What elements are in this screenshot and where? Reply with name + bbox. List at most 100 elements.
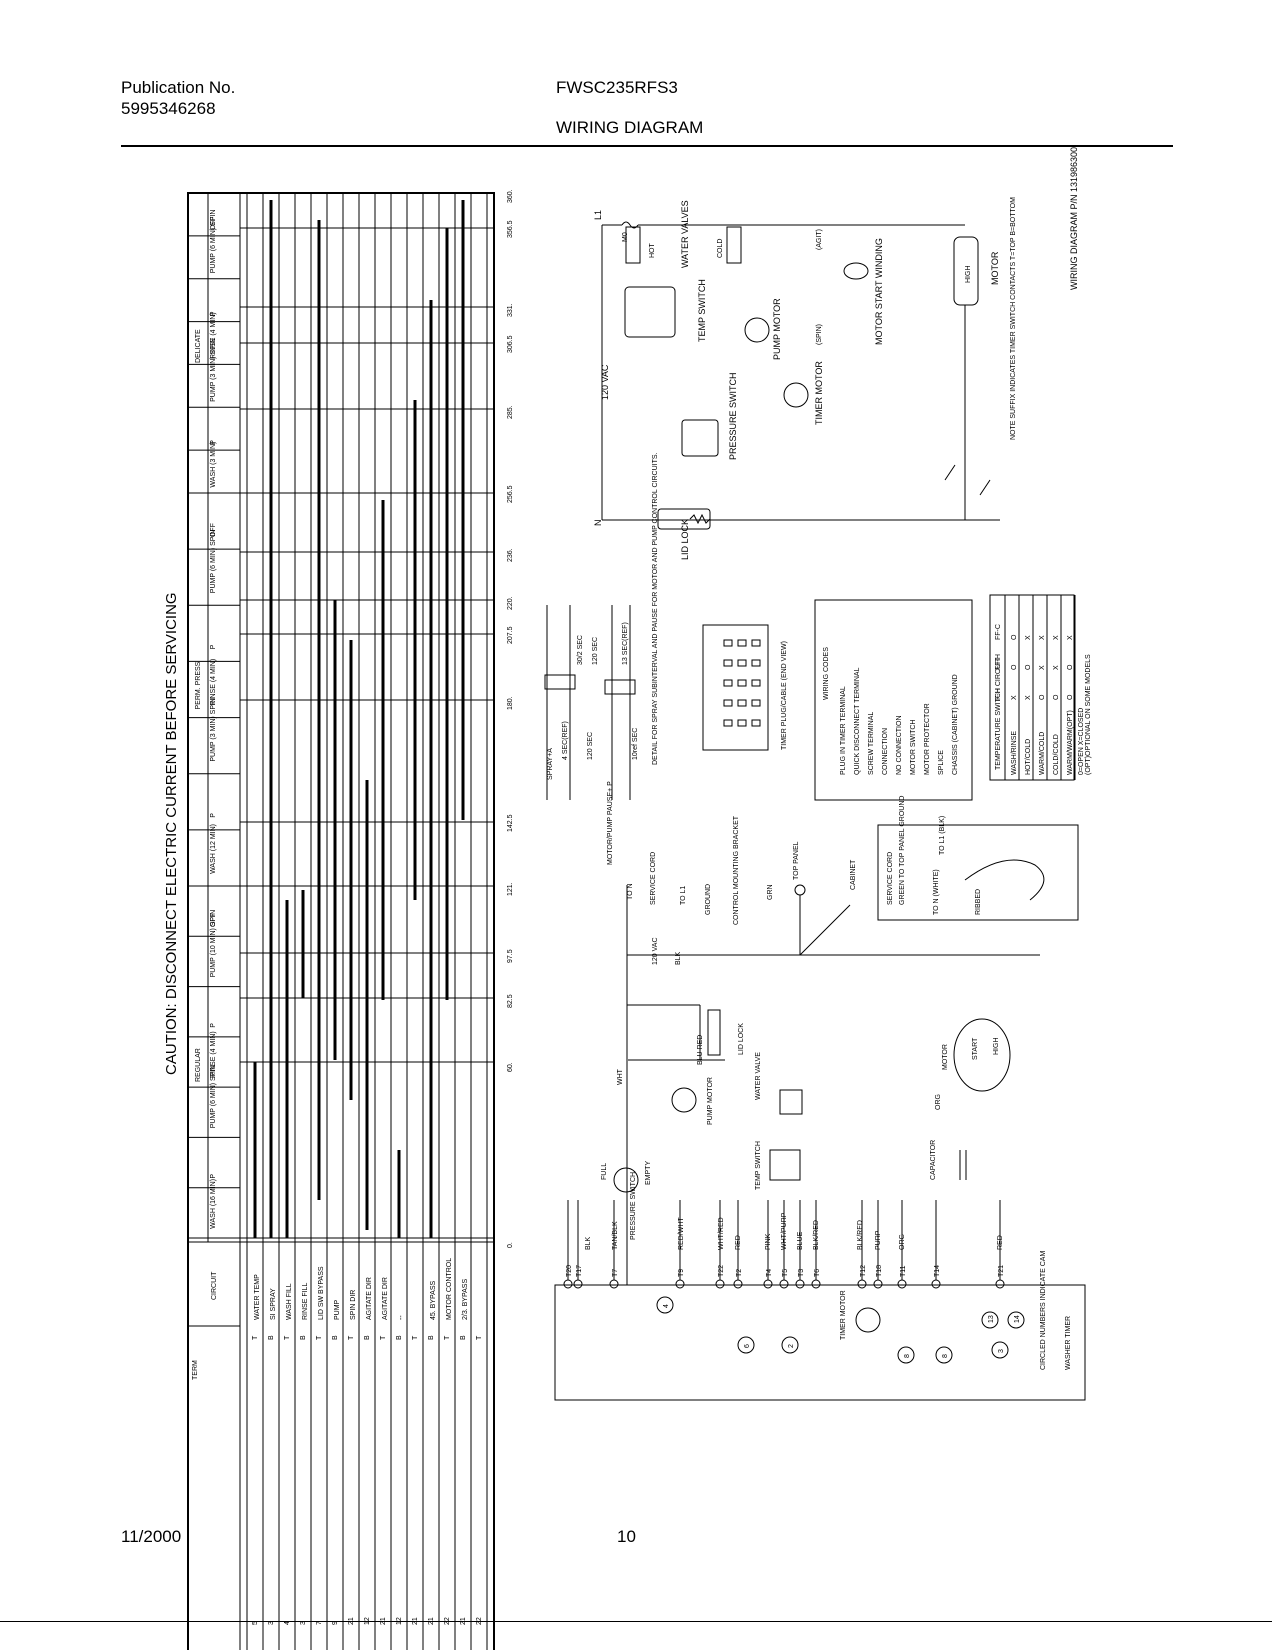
temp-cell: O — [1067, 694, 1074, 700]
term-position: B — [300, 1335, 307, 1340]
temp-row-label: HOT/COLD — [1025, 739, 1032, 775]
lid-lock-label: LID LOCK — [680, 519, 690, 560]
publication-label: Publication No. — [121, 78, 236, 97]
degree-tick-label: 142.5 — [507, 814, 514, 832]
cam-circle — [935, 1346, 953, 1364]
wiring-code-item: SPLICE — [938, 750, 945, 775]
step-label: RINSE (4 MIN) — [210, 659, 217, 706]
temp-cell: O — [1067, 664, 1074, 670]
n-label: N — [593, 520, 603, 527]
temp-row-label: COLD/COLD — [1053, 734, 1060, 775]
pressure-switch-label-lower: PRESSURE SWITCH — [630, 1172, 637, 1240]
step-label: WASH (3 MIN) — [210, 442, 217, 488]
detail-label-6: 10ref SEC — [632, 728, 639, 760]
temp-cell: O — [1011, 664, 1018, 670]
term-position: T — [252, 1335, 259, 1340]
temp-table-header: TEMPERATURE SWITCH CIRCUIT — [995, 657, 1002, 770]
term-value: 3 — [300, 1621, 307, 1625]
cam-circle — [656, 1296, 674, 1314]
wht-label: WHT — [617, 1068, 624, 1085]
pressure-switch-label: PRESSURE SWITCH — [728, 372, 738, 460]
empty-label: EMPTY — [645, 1161, 652, 1185]
step-label: OFF — [210, 523, 217, 537]
pause-note: MOTOR/PUMP PAUSE+ P — [607, 781, 614, 865]
term-position: T — [412, 1335, 419, 1340]
terminal-dot — [763, 1279, 773, 1289]
temp-cell: X — [1039, 635, 1046, 640]
cord-label-3: TO N (WHITE) — [933, 869, 940, 915]
motor-label-lower: MOTOR — [942, 1044, 949, 1070]
motor-label: MOTOR — [990, 251, 1000, 285]
degree-tick-label: 207.5 — [507, 626, 514, 644]
detail-label-5: 13 SEC(REF) — [622, 622, 629, 665]
term-value: 4 — [284, 1621, 291, 1625]
wiring-code-item: MOTOR SWITCH — [910, 720, 917, 775]
step-label: P — [210, 311, 217, 316]
cam-number: 2 — [788, 1344, 795, 1348]
service-cord-detail: SERVICE CORD GREEN TO TOP PANEL GROUND T… — [877, 796, 1079, 921]
terminal-dot — [857, 1279, 867, 1289]
cam-number: 13 — [988, 1315, 995, 1323]
vac-label-lower: 120 VAC — [652, 938, 659, 966]
temp-switch-label: TEMP SWITCH — [697, 279, 707, 342]
temp-cell: X — [1025, 635, 1032, 640]
step-label: P — [210, 644, 217, 649]
circuit-label: -- — [398, 1315, 405, 1320]
start-label: START — [972, 1037, 979, 1060]
temp-cell: X — [1011, 695, 1018, 700]
detail-label-3: 30/2 SEC — [577, 635, 584, 665]
temp-table-header: F-H — [995, 688, 1002, 700]
degree-tick-label: 220. — [507, 596, 514, 610]
wire-color-label: BLK — [585, 1236, 592, 1250]
footer-date: 11/2000 — [121, 1527, 182, 1546]
term-position: T — [284, 1335, 291, 1340]
note-label: NOTE SUFFIX INDICATES TIMER SWITCH CONTA… — [1010, 197, 1017, 440]
high-label: HIGH — [965, 266, 972, 284]
term-position: B — [364, 1335, 371, 1340]
caution-text: CAUTION: DISCONNECT ELECTRIC CURRENT BEF… — [163, 592, 180, 1075]
terminal-dot — [873, 1279, 883, 1289]
circuit-label: SI SPRAY — [270, 1288, 277, 1320]
l1-label: L1 — [593, 210, 603, 220]
capacitor-label: CAPACITOR — [930, 1140, 937, 1180]
cam-circle — [991, 1341, 1009, 1359]
m0-label: M0 — [622, 232, 629, 242]
temp-row-label: WASH/RINSE — [1011, 731, 1018, 775]
cabinet-label: CABINET — [850, 859, 857, 890]
degree-tick-label: 306.5 — [507, 335, 514, 353]
circuit-label: AGITATE DIR — [366, 1277, 373, 1320]
degree-tick-label: 256.5 — [507, 485, 514, 503]
spray-note: SPRAY+A — [547, 748, 554, 780]
terminal-dot — [795, 1279, 805, 1289]
term-position: T — [476, 1335, 483, 1340]
wire-color-label: RED — [997, 1235, 1004, 1250]
step-label: P — [210, 440, 217, 445]
cord-label-4: TO L1 (BLK) — [939, 816, 946, 855]
circuit-header: CIRCUIT — [211, 1271, 218, 1300]
terminal-label: T12 — [860, 1265, 867, 1277]
cam-circle — [897, 1346, 915, 1364]
degree-tick-label: 360. — [507, 189, 514, 203]
term-position: T — [316, 1335, 323, 1340]
term-position: T — [380, 1335, 387, 1340]
cam-circle — [737, 1336, 755, 1354]
temp-table-header: FF-H — [995, 654, 1002, 670]
degree-tick-label: 285. — [507, 405, 514, 419]
ground-label: GROUND — [705, 884, 712, 915]
circuit-label: 45. BYPASS — [430, 1280, 437, 1320]
temp-cell: X — [1053, 635, 1060, 640]
timer-plug-view: TIMER PLUG/CABLE (END VIEW) — [702, 624, 788, 751]
water-valves-label: WATER VALVES — [680, 200, 690, 268]
temp-table-header: FF-C — [995, 624, 1002, 640]
terminal-dot — [715, 1279, 725, 1289]
detail-label-1: 4 SEC(REF) — [562, 721, 569, 760]
cam-number: 14 — [1014, 1315, 1021, 1323]
temp-cell: X — [1039, 665, 1046, 670]
page-number: 10 — [617, 1527, 636, 1546]
terminal-label: T11 — [900, 1265, 907, 1277]
step-label: OFF — [210, 216, 217, 230]
step-label: PUMP (6 MIN) SPIN — [210, 530, 217, 594]
term-value: 9 — [332, 1621, 339, 1625]
temp-cell: O — [1025, 664, 1032, 670]
term-value: 5 — [252, 1621, 259, 1625]
